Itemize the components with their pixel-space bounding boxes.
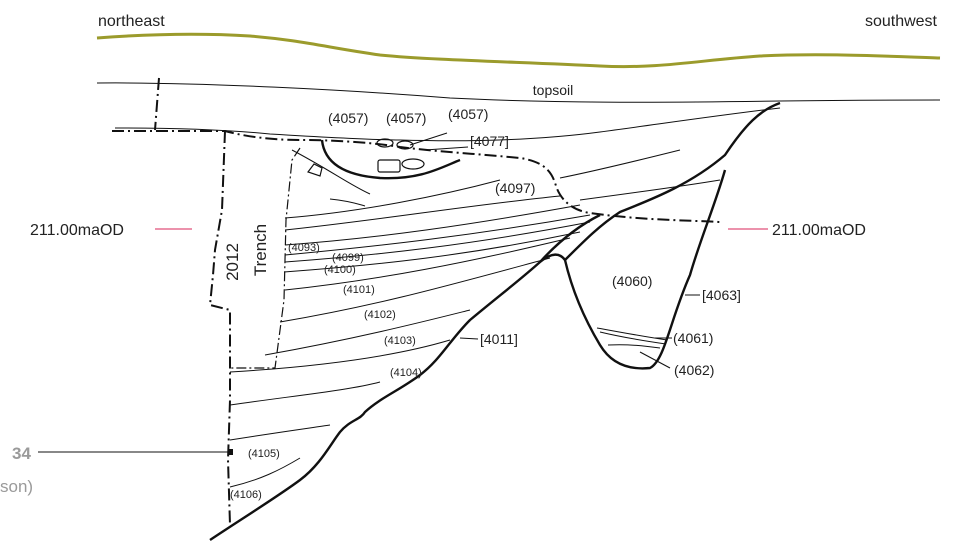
trench-word-label: Trench [251, 224, 270, 276]
label-4060: (4060) [612, 273, 652, 289]
stones-4057 [307, 138, 425, 177]
stratum-line-3 [284, 179, 501, 219]
label-4099: (4099) [332, 252, 364, 264]
trench-2012-boundary [230, 147, 301, 369]
stratum-line-9 [284, 237, 571, 291]
label-4061: (4061) [673, 330, 713, 346]
topsoil-upper-line [96, 82, 941, 103]
stratum-line-2 [329, 198, 366, 207]
label-topsoil: topsoil [533, 82, 573, 98]
stratum-line-8 [283, 231, 581, 273]
stratum-line-1 [291, 149, 371, 195]
label-4063: [4063] [702, 287, 741, 303]
datum-label-right: 211.00maOD [772, 222, 866, 239]
stratum-line-11 [264, 309, 471, 356]
label-northeast: northeast [98, 13, 165, 30]
stratum-line-7 [284, 221, 591, 263]
label-4104: (4104) [390, 367, 422, 379]
topsoil-lower-line [114, 107, 781, 142]
fill-4062-line [607, 344, 661, 349]
label-4103: (4103) [384, 335, 416, 347]
fill-4061-line-1 [596, 327, 668, 341]
margin-number-fragment: 34 [12, 444, 31, 463]
label-4077: [4077] [470, 133, 509, 149]
label-4100: (4100) [324, 264, 356, 276]
cut-4011-inner [539, 213, 601, 263]
label-4057-c: (4057) [448, 106, 488, 122]
cut-4011 [209, 101, 781, 541]
datum-label-left: 211.00maOD [30, 222, 124, 239]
label-4097: (4097) [495, 180, 535, 196]
modern-horizon-line [112, 130, 721, 223]
stratum-line-15 [229, 457, 301, 488]
trench-year-label: 2012 [223, 243, 242, 281]
label-4102: (4102) [364, 309, 396, 321]
label-southwest: southwest [865, 13, 938, 30]
stratum-line-14 [229, 424, 331, 441]
label-4093: (4093) [288, 242, 320, 254]
label-4062: (4062) [674, 362, 714, 378]
stratum-line-10 [279, 257, 551, 323]
left-trench-boundary [154, 77, 231, 526]
stratum-line-4 [284, 195, 561, 231]
margin-caption-fragment: son) [0, 477, 33, 496]
stratum-line-13 [229, 381, 381, 406]
label-4106: (4106) [230, 489, 262, 501]
leader-lines [409, 132, 700, 369]
stratum-line-6 [284, 214, 591, 256]
sample-point-marker [228, 449, 233, 455]
cut-4063 [563, 169, 727, 370]
label-4057-b: (4057) [386, 110, 426, 126]
stratum-line-5 [284, 204, 581, 246]
label-4057-a: (4057) [328, 110, 368, 126]
label-4101: (4101) [343, 284, 375, 296]
stratum-line-16 [579, 179, 721, 201]
stratum-line-12 [229, 339, 451, 373]
label-4011: [4011] [480, 331, 518, 347]
label-4105: (4105) [248, 448, 280, 460]
ground-surface-line [96, 32, 941, 69]
fill-4061-line-2 [599, 331, 667, 345]
stratum-line-17 [559, 149, 681, 179]
cut-4077 [320, 139, 461, 180]
